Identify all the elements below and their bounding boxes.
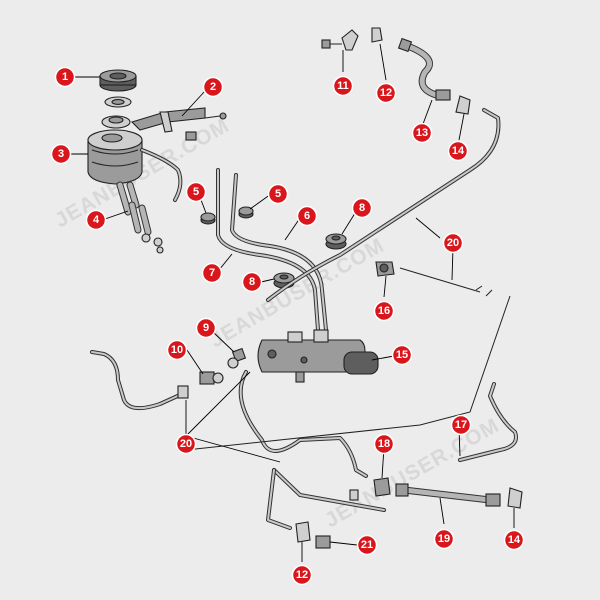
svg-text:9: 9 xyxy=(203,322,209,334)
grommet xyxy=(238,206,254,219)
union-fitting xyxy=(227,347,247,369)
svg-text:11: 11 xyxy=(337,80,349,92)
feed-pipe xyxy=(216,168,320,332)
callout-21: 21 xyxy=(356,534,378,556)
callout-1: 1 xyxy=(54,66,76,88)
callout-7: 7 xyxy=(201,262,223,284)
callout-12: 12 xyxy=(291,564,313,586)
callout-3: 3 xyxy=(50,143,72,165)
grommet xyxy=(200,212,216,225)
callout-12: 12 xyxy=(375,82,397,104)
callout-11: 11 xyxy=(332,75,354,97)
svg-text:4: 4 xyxy=(93,214,100,226)
hex-fitting xyxy=(199,371,224,385)
pipe-bracket xyxy=(295,521,311,543)
svg-text:14: 14 xyxy=(452,145,465,157)
fluid-reservoir xyxy=(87,129,183,202)
callout-20: 20 xyxy=(175,433,197,455)
svg-text:12: 12 xyxy=(380,87,392,99)
callout-10: 10 xyxy=(166,339,188,361)
brake-pipe-lower xyxy=(238,370,386,530)
svg-text:16: 16 xyxy=(378,305,390,317)
svg-text:7: 7 xyxy=(209,267,215,279)
callout-17: 17 xyxy=(450,414,472,436)
reservoir-hoses xyxy=(116,181,164,254)
svg-text:17: 17 xyxy=(455,419,467,431)
clip xyxy=(371,27,383,43)
svg-text:5: 5 xyxy=(193,186,199,198)
banjo-fitting xyxy=(375,261,493,297)
svg-text:12: 12 xyxy=(296,569,308,581)
svg-text:2: 2 xyxy=(210,81,216,93)
flexible-hose xyxy=(397,37,451,101)
svg-text:5: 5 xyxy=(275,188,281,200)
svg-text:8: 8 xyxy=(359,202,365,214)
brake-pipe-left xyxy=(90,350,189,411)
leader-lines xyxy=(70,43,515,562)
pipe-union xyxy=(315,535,331,549)
callout-15: 15 xyxy=(391,344,413,366)
callout-14: 14 xyxy=(447,140,469,162)
svg-text:15: 15 xyxy=(396,349,408,361)
svg-text:8: 8 xyxy=(249,276,255,288)
watermark: JEANBUSER.COM xyxy=(321,414,503,533)
retaining-clip-lower xyxy=(507,487,523,509)
callout-8: 8 xyxy=(241,271,263,293)
callout-18: 18 xyxy=(373,433,395,455)
svg-text:13: 13 xyxy=(416,127,428,139)
callout-5: 5 xyxy=(185,181,207,203)
bolt xyxy=(321,29,359,51)
flexible-hose-lower xyxy=(395,483,501,507)
grommet-large xyxy=(325,233,347,250)
svg-text:3: 3 xyxy=(58,148,64,160)
callout-20: 20 xyxy=(442,232,464,254)
t-fitting xyxy=(349,477,391,501)
callout-14: 14 xyxy=(503,529,525,551)
svg-text:14: 14 xyxy=(508,534,521,546)
svg-text:21: 21 xyxy=(361,539,373,551)
callout-9: 9 xyxy=(195,317,217,339)
reservoir-bracket xyxy=(130,107,227,141)
brake-pipe-right xyxy=(458,382,518,462)
svg-text:19: 19 xyxy=(438,533,450,545)
callout-19: 19 xyxy=(433,528,455,550)
reservoir-cap xyxy=(99,69,137,92)
master-cylinder xyxy=(257,329,379,383)
svg-text:18: 18 xyxy=(378,438,390,450)
callout-4: 4 xyxy=(85,209,107,231)
svg-text:20: 20 xyxy=(180,438,192,450)
svg-text:6: 6 xyxy=(304,210,310,222)
svg-text:20: 20 xyxy=(447,237,459,249)
brake-pipe-upper xyxy=(266,108,501,302)
callout-13: 13 xyxy=(411,122,433,144)
callout-5: 5 xyxy=(267,183,289,205)
svg-text:10: 10 xyxy=(171,344,183,356)
retaining-clip xyxy=(455,95,471,115)
callout-8: 8 xyxy=(351,197,373,219)
cap-seal xyxy=(101,96,132,129)
callout-2: 2 xyxy=(202,76,224,98)
svg-text:1: 1 xyxy=(62,71,68,83)
callout-16: 16 xyxy=(373,300,395,322)
feed-pipe xyxy=(230,173,328,332)
callout-6: 6 xyxy=(296,205,318,227)
